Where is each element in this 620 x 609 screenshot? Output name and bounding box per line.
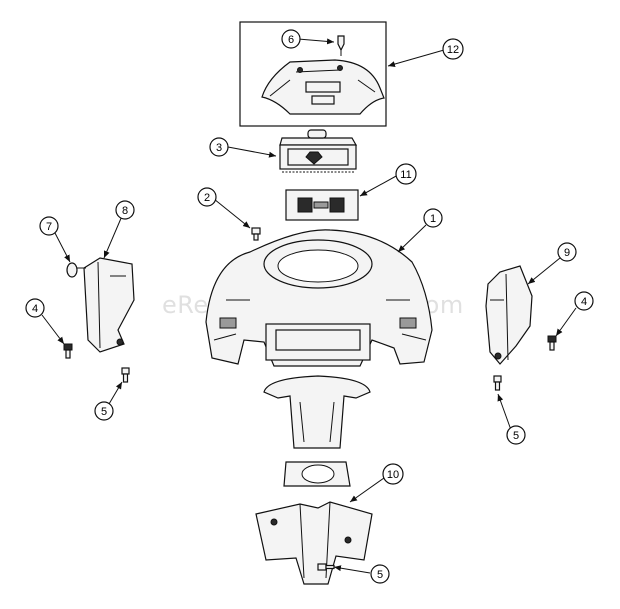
callout-5-right[interactable]: 5: [506, 425, 526, 445]
callout-6[interactable]: 6: [281, 29, 301, 49]
part-8-left-shroud[interactable]: [83, 257, 135, 353]
part-9-right-shroud[interactable]: [485, 265, 533, 365]
callout-9-label: 9: [564, 247, 570, 259]
callout-7[interactable]: 7: [39, 216, 59, 236]
part-5-bottom-screw[interactable]: [317, 563, 335, 571]
part-2-screw[interactable]: [251, 227, 261, 241]
part-1-blower-housing[interactable]: [205, 229, 433, 367]
part-6-key[interactable]: [337, 35, 345, 56]
callout-4-left-label: 4: [32, 303, 38, 315]
callout-12-label: 12: [447, 44, 459, 56]
callout-1[interactable]: 1: [423, 208, 443, 228]
callout-7-label: 7: [46, 221, 52, 233]
inset-box: [239, 21, 387, 127]
callout-2-label: 2: [204, 192, 210, 204]
callout-5-left-label: 5: [101, 406, 107, 418]
callout-3[interactable]: 3: [209, 137, 229, 157]
callout-5-bottom[interactable]: 5: [370, 564, 390, 584]
part-3-air-filter[interactable]: [279, 129, 358, 173]
callout-8-label: 8: [122, 205, 128, 217]
callout-10-label: 10: [387, 469, 399, 481]
part-7-clip[interactable]: [66, 262, 86, 278]
callout-3-label: 3: [216, 142, 222, 154]
part-10-lower-shroud[interactable]: [255, 501, 373, 585]
callout-2[interactable]: 2: [197, 187, 217, 207]
callout-5-right-label: 5: [513, 430, 519, 442]
callout-11[interactable]: 11: [395, 163, 417, 185]
callout-12[interactable]: 12: [442, 38, 464, 60]
callout-5-left[interactable]: 5: [94, 401, 114, 421]
part-12-control-panel[interactable]: [261, 59, 385, 115]
callout-11-label: 11: [400, 169, 411, 181]
callout-1-label: 1: [430, 213, 436, 225]
callout-4-right-label: 4: [581, 296, 587, 308]
callout-10[interactable]: 10: [382, 463, 404, 485]
part-11-pre-cleaner[interactable]: [285, 189, 359, 221]
intake-duct: [263, 375, 371, 487]
part-4-left-bolt[interactable]: [63, 343, 73, 359]
part-5-right-screw[interactable]: [493, 375, 502, 391]
callout-5-bottom-label: 5: [377, 569, 383, 581]
callout-4-left[interactable]: 4: [25, 298, 45, 318]
callout-8[interactable]: 8: [115, 200, 135, 220]
part-4-right-bolt[interactable]: [547, 335, 557, 351]
callout-9[interactable]: 9: [557, 242, 577, 262]
callout-6-label: 6: [288, 34, 294, 46]
part-5-left-screw[interactable]: [121, 367, 130, 383]
callout-4-right[interactable]: 4: [574, 291, 594, 311]
leader-lines: [41, 38, 577, 574]
